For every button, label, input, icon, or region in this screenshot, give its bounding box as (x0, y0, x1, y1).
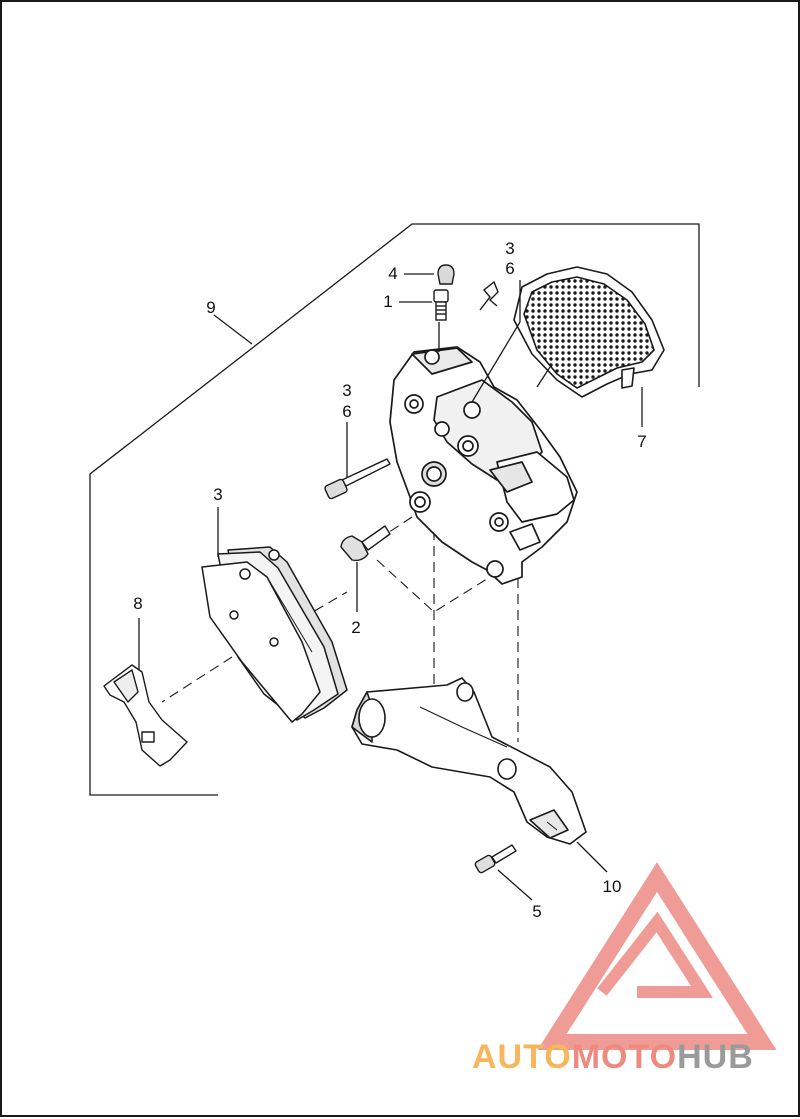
callout-7: 7 (637, 432, 647, 451)
watermark-hub: HUB (677, 1038, 754, 1076)
spring-clip-part (479, 280, 499, 311)
callout-4: 4 (388, 264, 398, 283)
callout-8: 8 (133, 594, 143, 613)
caliper-body-part (389, 346, 578, 585)
callout-6-pin: 6 (342, 402, 352, 421)
callout-3-pin: 3 (342, 381, 352, 400)
watermark-logo-icon (537, 862, 777, 1050)
bracket-pin-part (474, 844, 517, 874)
assembly-bracket (89, 223, 700, 796)
callout-1: 1 (383, 292, 393, 311)
callout-3-pads: 3 (213, 485, 223, 504)
watermark-brand: AUTOMOTOHUB (472, 1038, 754, 1077)
callout-9: 9 (206, 298, 216, 317)
bleeder-cap-part (437, 264, 455, 285)
pad-clip-part (103, 664, 188, 767)
pad-pin-part (324, 458, 391, 500)
mounting-bracket-part (351, 677, 587, 845)
callout-3-clip: 3 (505, 239, 515, 258)
mounting-bolt-part (340, 525, 391, 562)
callout-2: 2 (351, 618, 361, 637)
caliper-cover-part (513, 266, 665, 398)
bleeder-valve-part (433, 289, 449, 321)
callout-6-clip: 6 (505, 259, 515, 278)
watermark-auto: AUTO (472, 1038, 572, 1076)
watermark-moto: MOTO (571, 1038, 678, 1076)
callout-5: 5 (532, 902, 542, 921)
brake-pads-part (201, 546, 348, 723)
leader-lines (138, 273, 643, 901)
callout-10: 10 (602, 877, 622, 896)
